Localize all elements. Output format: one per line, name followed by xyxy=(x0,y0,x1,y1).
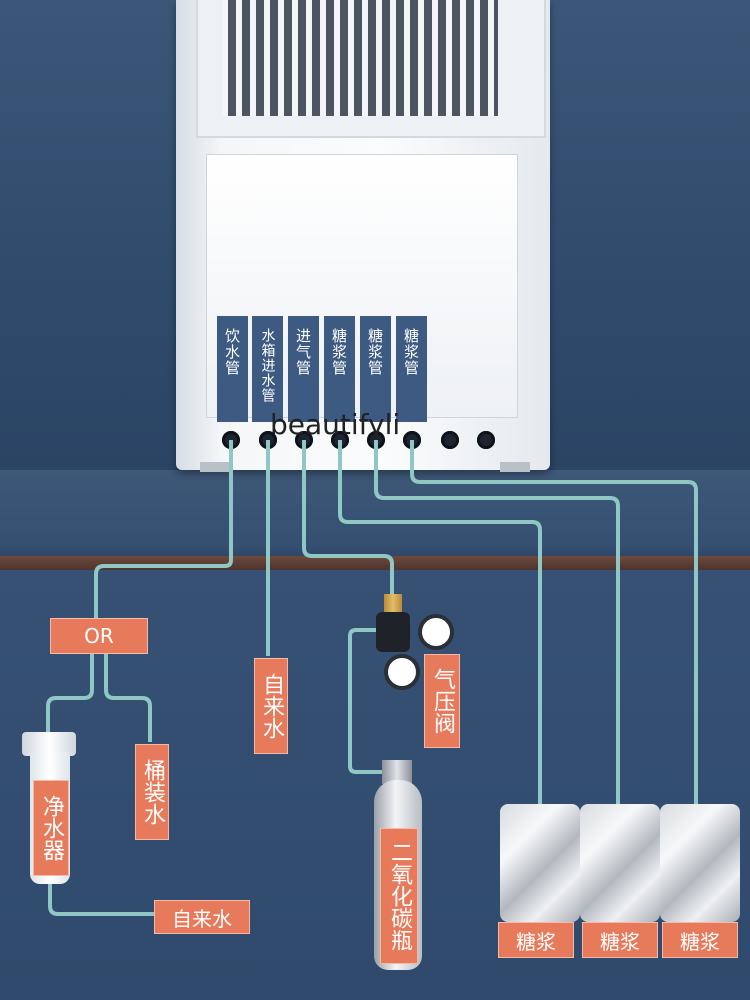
port-spare-1 xyxy=(441,431,459,449)
or-label: OR xyxy=(50,618,148,654)
machine-foot-left xyxy=(200,462,230,472)
tap-water-bottom-label: 自来水 xyxy=(154,900,250,934)
syrup-label-1: 糖浆 xyxy=(498,922,574,958)
water-purifier-label: 净水器 xyxy=(33,780,69,876)
pipe-regulator-to-cylinder xyxy=(348,628,384,774)
pressure-regulator xyxy=(376,612,410,652)
label-syrup-pipe-2: 糖浆管 xyxy=(360,316,391,422)
label-tank-inlet-pipe: 水箱进水管 xyxy=(252,316,283,422)
label-syrup-pipe-3: 糖浆管 xyxy=(396,316,427,422)
syrup-bag xyxy=(500,804,580,922)
pipe-purifier-to-tap xyxy=(48,884,154,916)
pressure-valve-label: 气压阀 xyxy=(424,654,460,748)
co2-bottle-label: 二氧化碳瓶 xyxy=(380,828,418,964)
label-syrup-pipe-1: 糖浆管 xyxy=(324,316,355,422)
syrup-label-2: 糖浆 xyxy=(582,922,658,958)
pipe-gas-inlet xyxy=(302,440,394,594)
vent-grille xyxy=(222,0,498,116)
syrup-label-3: 糖浆 xyxy=(662,922,738,958)
pressure-gauge-icon xyxy=(384,654,420,690)
syrup-bag xyxy=(580,804,660,922)
watermark: beautifyli xyxy=(270,408,401,441)
port-spare-2 xyxy=(477,431,495,449)
pipe-syrup-1 xyxy=(338,440,542,812)
regulator-fitting xyxy=(384,594,402,614)
pressure-gauge-icon xyxy=(418,614,454,650)
machine-foot-right xyxy=(500,462,530,472)
bottled-water-label: 桶装水 xyxy=(135,744,169,840)
tap-water-label: 自来水 xyxy=(254,658,288,754)
pipe-or-to-bottled xyxy=(104,650,152,742)
pipe-or-to-purifier xyxy=(46,650,94,732)
pipe-syrup-2 xyxy=(374,440,620,812)
pipe-drinking-water xyxy=(94,440,233,620)
label-drinking-water-pipe: 饮水管 xyxy=(217,316,248,422)
label-gas-inlet-pipe: 进气管 xyxy=(288,316,319,422)
syrup-bag xyxy=(660,804,740,922)
pipe-syrup-3 xyxy=(410,440,698,812)
